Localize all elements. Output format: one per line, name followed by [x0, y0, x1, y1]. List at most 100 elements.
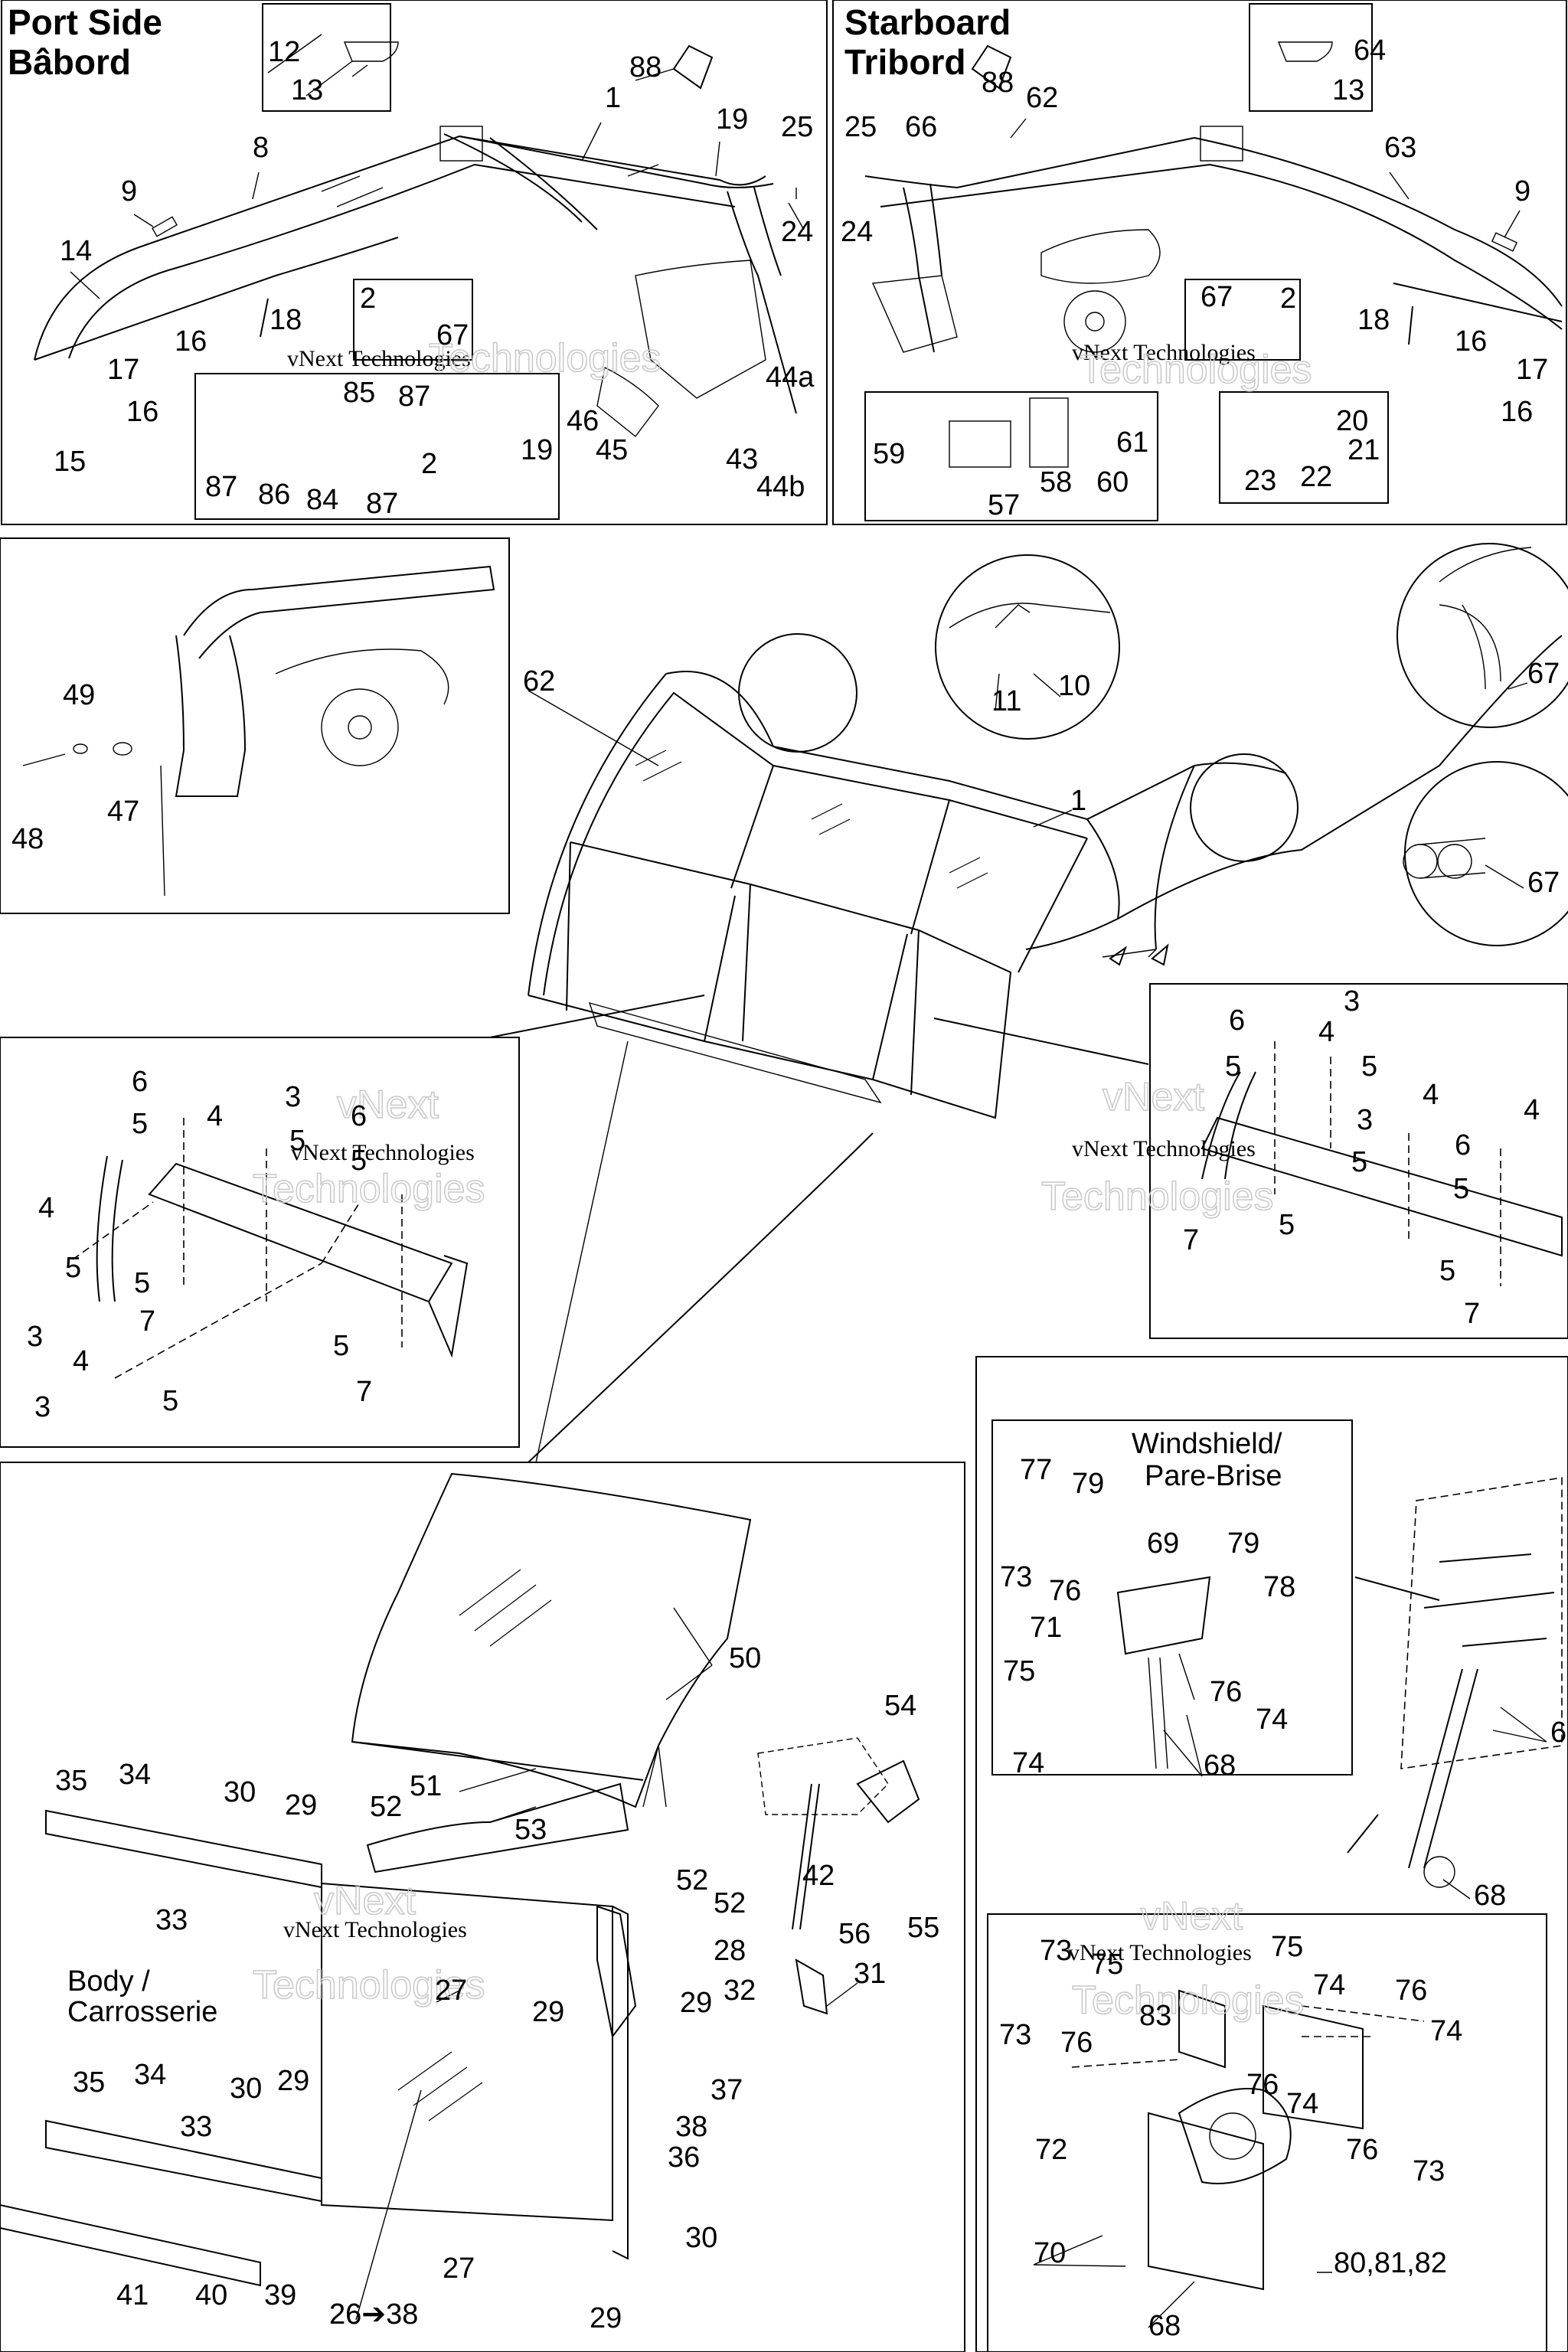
part-callout: 5 [132, 1108, 148, 1140]
part-callout: 88 [982, 67, 1014, 99]
part-callout: 29 [680, 1987, 712, 2019]
part-callout: 67 [1200, 281, 1233, 313]
part-callout: 88 [629, 51, 662, 83]
part-callout: 11 [991, 685, 1021, 717]
part-callout: 44a [766, 361, 815, 394]
part-callout: 3 [1357, 1104, 1373, 1136]
part-callout: 49 [63, 679, 95, 711]
part-callout: 5 [134, 1267, 150, 1299]
part-callout: 18 [1357, 304, 1390, 336]
part-callout: 87 [205, 471, 237, 503]
watermark-outline: vNext [1102, 1075, 1204, 1119]
part-callout: 5 [333, 1330, 349, 1362]
part-callout: 22 [1300, 461, 1332, 493]
watermark: vNext Technologies [287, 346, 471, 371]
starboard-bracket-drawing [1200, 1041, 1563, 1286]
port-side-panel [1, 0, 828, 525]
part-callout: 69 [1147, 1527, 1179, 1560]
part-callout: 5 [65, 1252, 81, 1284]
part-callout: 70 [1034, 2237, 1066, 2269]
part-callout: 43 [726, 443, 758, 475]
part-callout: 23 [1244, 465, 1276, 497]
part-callout: 76 [1049, 1575, 1081, 1607]
side-detail-drawing [22, 565, 495, 897]
side-window-panel [0, 1462, 965, 2352]
part-callout: 30 [230, 2073, 262, 2105]
part-callout: 2 [360, 283, 376, 315]
part-callout: 2 [1280, 283, 1296, 315]
leader-lines [70, 34, 1547, 2328]
part-callout: 74 [1286, 2088, 1318, 2120]
part-callout: 78 [1263, 1571, 1295, 1603]
part-callout: 30 [685, 2222, 717, 2254]
part-callout: 25 [844, 111, 877, 143]
part-callout: 9 [121, 175, 137, 207]
part-callout: 62 [1026, 82, 1058, 114]
part-callout: 51 [410, 1770, 442, 1802]
part-callout: 4 [1524, 1094, 1540, 1126]
wiper-drawings [1071, 1477, 1563, 2291]
watermark-outline: Technologies [253, 1167, 485, 1211]
part-callout: 56 [838, 1918, 871, 1950]
part-callout: 12 [268, 36, 300, 68]
top-fitting-box-starboard [1249, 3, 1373, 112]
part-callout: 3 [285, 1081, 301, 1113]
bolt-box-starboard [1219, 391, 1389, 504]
part-callout: 73 [999, 2019, 1031, 2051]
part-callout: 16 [1501, 396, 1533, 428]
part-callout: 62 [523, 665, 555, 697]
watermark-outline: Technologies [253, 1963, 485, 2007]
part-callout: 61 [1116, 426, 1148, 459]
part-callout: 7 [1183, 1224, 1199, 1256]
part-callout: 68 [1474, 1880, 1506, 1912]
port-title-fr: Bâbord [8, 42, 131, 82]
part-callout: 37 [710, 2074, 743, 2106]
part-callout: 5 [351, 1145, 367, 1177]
starboard-windshield-drawing [864, 41, 1563, 468]
body-label: Body / [67, 1965, 150, 1998]
part-callout: 25 [781, 111, 813, 143]
part-callout: 85 [343, 377, 375, 409]
part-callout: 77 [1020, 1454, 1052, 1486]
part-callout: 27 [443, 2252, 475, 2285]
part-callout: 5 [289, 1125, 305, 1157]
watermark-outline: vNext [1141, 1894, 1243, 1939]
part-callout: 74 [1430, 2015, 1462, 2047]
part-callout: 44b [756, 471, 805, 503]
part-callout: 7 [139, 1305, 155, 1338]
part-callout: 41 [116, 2279, 149, 2311]
part-callout: 64 [1354, 34, 1386, 67]
part-callout: 84 [306, 484, 338, 516]
part-callout: 17 [1516, 354, 1548, 386]
part-callout: 74 [1012, 1747, 1044, 1779]
part-callout: 67 [1527, 867, 1560, 899]
part-callout: 29 [277, 2065, 309, 2097]
part-callout: 26 [329, 2298, 361, 2331]
part-callout: 79 [1072, 1468, 1104, 1500]
part-callout: 74 [1313, 1969, 1345, 2001]
part-callout: 19 [521, 434, 553, 466]
part-callout: 5 [1225, 1050, 1241, 1083]
part-callout: 59 [873, 438, 905, 470]
part-callout: 53 [514, 1814, 547, 1846]
part-callout: 7 [1464, 1298, 1480, 1330]
part-callout: 16 [175, 325, 207, 358]
part-callout: 34 [134, 2059, 166, 2091]
side-detail-panel [0, 537, 510, 914]
part-callout: 4 [38, 1192, 54, 1224]
part-callout: 9 [1514, 175, 1530, 207]
part-callout: 52 [370, 1791, 402, 1823]
part-callout: 16 [1455, 325, 1487, 358]
part-callout: 35 [55, 1765, 87, 1797]
part-callout: 71 [1030, 1612, 1062, 1644]
watermark: vNext Technologies [1072, 340, 1256, 365]
part-callout: 21 [1348, 434, 1380, 466]
starboard-title-fr: Tribord [844, 42, 965, 82]
part-callout: 20 [1336, 405, 1368, 437]
starboard-title: Starboard [844, 2, 1011, 42]
part-callout: 13 [291, 74, 323, 106]
part-callout: 32 [724, 1975, 756, 2007]
screw-detail-box-starboard [1184, 279, 1301, 361]
part-callout: 6 [351, 1100, 367, 1132]
